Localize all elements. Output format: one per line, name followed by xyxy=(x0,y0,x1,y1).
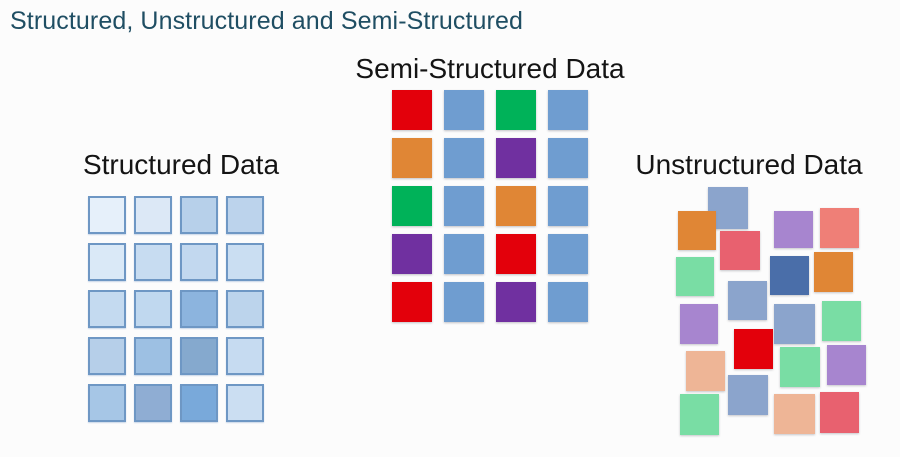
semi-structured-cell xyxy=(496,90,536,130)
structured-cell xyxy=(134,243,172,281)
structured-cell xyxy=(226,243,264,281)
unstructured-cell xyxy=(734,329,773,369)
semi-structured-cell xyxy=(444,90,484,130)
structured-cell xyxy=(88,243,126,281)
structured-cell xyxy=(180,384,218,422)
structured-cell xyxy=(134,384,172,422)
unstructured-cell xyxy=(728,375,768,415)
semi-structured-cell xyxy=(496,282,536,322)
structured-cell xyxy=(88,384,126,422)
structured-cell xyxy=(180,290,218,328)
unstructured-cell xyxy=(728,281,767,320)
unstructured-data-cluster xyxy=(662,182,900,450)
semi-structured-cell xyxy=(444,186,484,226)
semi-structured-cell xyxy=(548,234,588,274)
unstructured-cell xyxy=(680,394,719,435)
semi-structured-heading: Semi-Structured Data xyxy=(355,53,625,84)
unstructured-cell xyxy=(774,394,815,434)
unstructured-cell xyxy=(774,211,813,248)
semi-structured-cell xyxy=(548,186,588,226)
structured-heading: Structured Data xyxy=(82,149,280,180)
unstructured-cell xyxy=(780,347,820,387)
unstructured-cell xyxy=(678,211,716,250)
unstructured-cell xyxy=(822,301,861,341)
semi-structured-cell xyxy=(392,138,432,178)
unstructured-cell xyxy=(814,252,853,292)
structured-cell xyxy=(226,384,264,422)
semi-structured-cell xyxy=(444,138,484,178)
unstructured-cell xyxy=(676,257,714,296)
structured-cell xyxy=(88,290,126,328)
semi-structured-cell xyxy=(496,186,536,226)
semi-structured-cell xyxy=(392,90,432,130)
unstructured-cell xyxy=(827,345,866,385)
unstructured-cell xyxy=(820,208,859,248)
semi-structured-cell xyxy=(392,282,432,322)
semi-structured-cell xyxy=(548,90,588,130)
unstructured-cell xyxy=(720,231,760,270)
structured-cell xyxy=(226,337,264,375)
structured-cell xyxy=(180,337,218,375)
semi-structured-cell xyxy=(444,234,484,274)
structured-cell xyxy=(226,196,264,234)
structured-cell xyxy=(134,337,172,375)
unstructured-cell xyxy=(820,392,859,433)
semi-structured-cell xyxy=(444,282,484,322)
structured-cell xyxy=(134,290,172,328)
unstructured-cell xyxy=(770,256,809,295)
unstructured-cell xyxy=(774,304,815,344)
semi-structured-cell xyxy=(392,234,432,274)
structured-cell xyxy=(180,196,218,234)
semi-structured-cell xyxy=(548,138,588,178)
structured-data-grid xyxy=(88,196,288,424)
structured-cell xyxy=(180,243,218,281)
semi-structured-data-grid xyxy=(392,90,588,322)
semi-structured-cell xyxy=(392,186,432,226)
unstructured-heading: Unstructured Data xyxy=(635,149,863,180)
structured-cell xyxy=(88,196,126,234)
structured-cell xyxy=(134,196,172,234)
structured-cell xyxy=(226,290,264,328)
unstructured-cell xyxy=(680,304,718,344)
structured-cell xyxy=(88,337,126,375)
semi-structured-cell xyxy=(548,282,588,322)
unstructured-cell xyxy=(686,351,725,391)
semi-structured-cell xyxy=(496,234,536,274)
semi-structured-cell xyxy=(496,138,536,178)
page-title: Structured, Unstructured and Semi-Struct… xyxy=(10,7,523,35)
